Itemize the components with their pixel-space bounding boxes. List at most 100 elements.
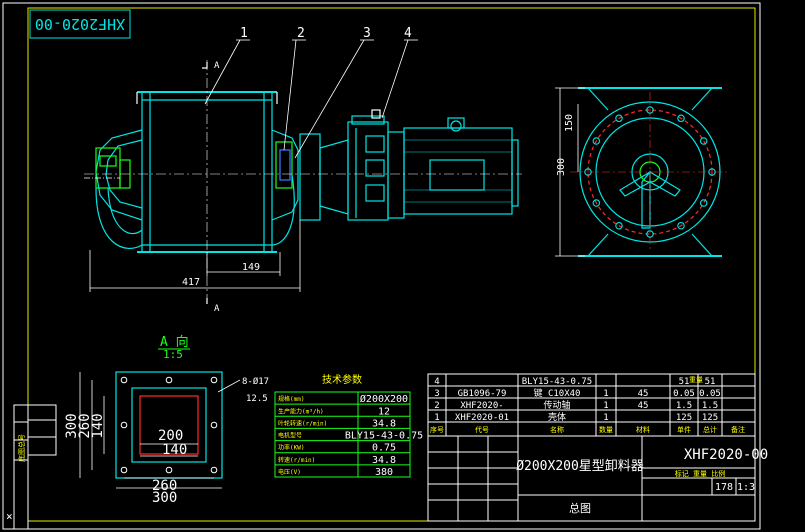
end-view-bolt-hole <box>615 114 623 123</box>
balloon-3: 3 <box>363 26 371 41</box>
spec-row-value: 34.8 <box>372 455 396 466</box>
balloon-1: 1 <box>240 26 248 41</box>
detail-bolt-hole <box>165 376 173 384</box>
spec-row-value: Ø200X200 <box>360 393 408 405</box>
detail-bolt-hole <box>210 421 218 429</box>
parts-header-cell: 名称 <box>550 425 564 434</box>
parts-cell-w2: 1.5 <box>702 401 718 411</box>
parts-header-cell: 数量 <box>599 425 613 434</box>
parts-cell-code: GB1096-79 <box>458 389 507 399</box>
end-view-dimensions <box>555 87 585 257</box>
parts-cell-no: 1 <box>434 413 439 423</box>
parts-cell-code: XHF2020- <box>460 401 503 411</box>
end-view-bolt-hole <box>615 221 623 230</box>
parts-cell-w1: 0.05 <box>673 389 695 399</box>
spec-table <box>274 391 411 478</box>
left-strip-label: 底图总号 <box>17 434 26 462</box>
parts-header-cell: 总计 <box>703 425 717 434</box>
left-strip <box>13 404 57 530</box>
spec-row-label: 规格(mm) <box>278 395 304 403</box>
parts-cell-mat: 45 <box>638 401 649 411</box>
title-block <box>427 435 756 522</box>
parts-header-cell: 单件 <box>677 425 691 434</box>
end-view-bolt-hole <box>592 199 601 207</box>
title-stamp-text: XHF2020-00 <box>35 15 125 33</box>
parts-cell-name: BLY15-43-0.75 <box>522 377 592 387</box>
detail-hole-note: 8-Ø17 <box>242 376 269 387</box>
section-marker-top: A <box>214 61 220 71</box>
inner-border <box>27 7 756 522</box>
spec-row-value: 380 <box>375 467 393 478</box>
detail-view-scale: 1:5 <box>163 348 183 361</box>
spec-row-label: 叶轮转速(r/min) <box>278 419 327 427</box>
dim-detail-h300: 300 <box>64 413 80 438</box>
title-block-weight-scale-header: 标记 重量 比例 <box>675 469 725 478</box>
spec-row-value: 0.75 <box>372 443 396 454</box>
end-view-bolt-hole <box>699 137 708 145</box>
parts-cell-name: 键 C10X40 <box>534 387 581 399</box>
side-view-dimensions <box>89 220 301 292</box>
end-view-bolt-hole <box>677 114 685 123</box>
section-marker-bottom: A <box>214 304 220 314</box>
detail-dimensions <box>79 372 241 489</box>
spec-table-rows: 规格(mm)Ø200X200生产能力(m³/h)12叶轮转速(r/min)34.… <box>275 393 423 478</box>
detail-bolt-hole <box>165 466 173 474</box>
end-view-bolt-hole <box>699 199 708 207</box>
spec-row-label: 电机型号 <box>278 432 302 440</box>
parts-header-cell: 材料 <box>636 425 650 434</box>
title-block-scale: 1:3 <box>737 482 755 493</box>
parts-cell-no: 3 <box>434 389 439 399</box>
parts-header-cell: 代号 <box>475 425 489 434</box>
dim-detail-w300: 300 <box>152 490 177 506</box>
parts-cell-no: 2 <box>434 401 439 411</box>
end-view-bolt-hole <box>646 230 654 238</box>
detail-bolt-hole <box>120 466 128 474</box>
detail-bolt-holes <box>120 376 218 474</box>
balloon-2: 2 <box>297 26 305 41</box>
parts-cell-qty: 1 <box>603 389 608 399</box>
detail-hole-spacing: 12.5 <box>246 394 268 404</box>
end-view-bolt-hole <box>677 221 685 230</box>
parts-cell-name: 传动轴 <box>543 399 570 411</box>
spec-row-value: 12 <box>378 406 390 417</box>
end-view-bolt-holes <box>584 106 716 238</box>
parts-cell-w1: 125 <box>676 413 692 423</box>
parts-cell-w2: 125 <box>702 413 718 423</box>
dim-end-half-height: 150 <box>564 114 575 132</box>
dim-detail-w200: 200 <box>158 428 183 444</box>
parts-cell-no: 4 <box>434 377 439 387</box>
title-block-drawing-no: XHF2020-00 <box>684 447 768 463</box>
parts-cell-qty: 1 <box>603 401 608 411</box>
end-view-bolt-hole <box>584 168 592 176</box>
title-block-sheet-name: 总图 <box>569 501 591 515</box>
detail-bolt-hole <box>120 376 128 384</box>
dim-detail-h140: 140 <box>90 413 106 438</box>
dim-overall-width: 417 <box>182 277 200 288</box>
parts-header-cell: 备注 <box>731 425 745 434</box>
dim-detail-h260: 260 <box>77 413 93 438</box>
spec-table-title: 技术参数 <box>322 373 362 386</box>
end-view <box>570 87 730 257</box>
parts-cell-w1: 51 <box>679 377 690 387</box>
parts-cell-qty: 1 <box>603 413 608 423</box>
parts-list-rows: 4 BLY15-43-0.75 51 51 3 GB1096-79 键 C10X40 1 45 0… <box>430 376 745 434</box>
parts-cell-w2: 0.05 <box>699 389 721 399</box>
outer-border <box>2 2 761 530</box>
parts-cell-w2: 51 <box>705 377 716 387</box>
spec-row-label: 转速(r/min) <box>278 456 315 464</box>
end-view-bolt-hole <box>646 106 654 114</box>
spec-row-value: BLY15-43-0.75 <box>345 431 423 442</box>
parts-header-cell: 序号 <box>430 425 444 434</box>
parts-cell-code: XHF2020-01 <box>455 413 509 423</box>
title-block-weight: 178 <box>715 482 733 493</box>
parts-cell-name: 壳体 <box>548 411 566 423</box>
title-stamp: XHF2020-00 <box>29 9 131 39</box>
end-view-bolt-hole <box>708 168 716 176</box>
parts-cell-w1: 1.5 <box>676 401 692 411</box>
spec-row-label: 功率(KW) <box>278 444 304 452</box>
detail-bolt-hole <box>210 466 218 474</box>
dim-detail-w260: 260 <box>152 478 177 494</box>
detail-bolt-hole <box>120 421 128 429</box>
dim-end-height: 300 <box>556 158 567 176</box>
